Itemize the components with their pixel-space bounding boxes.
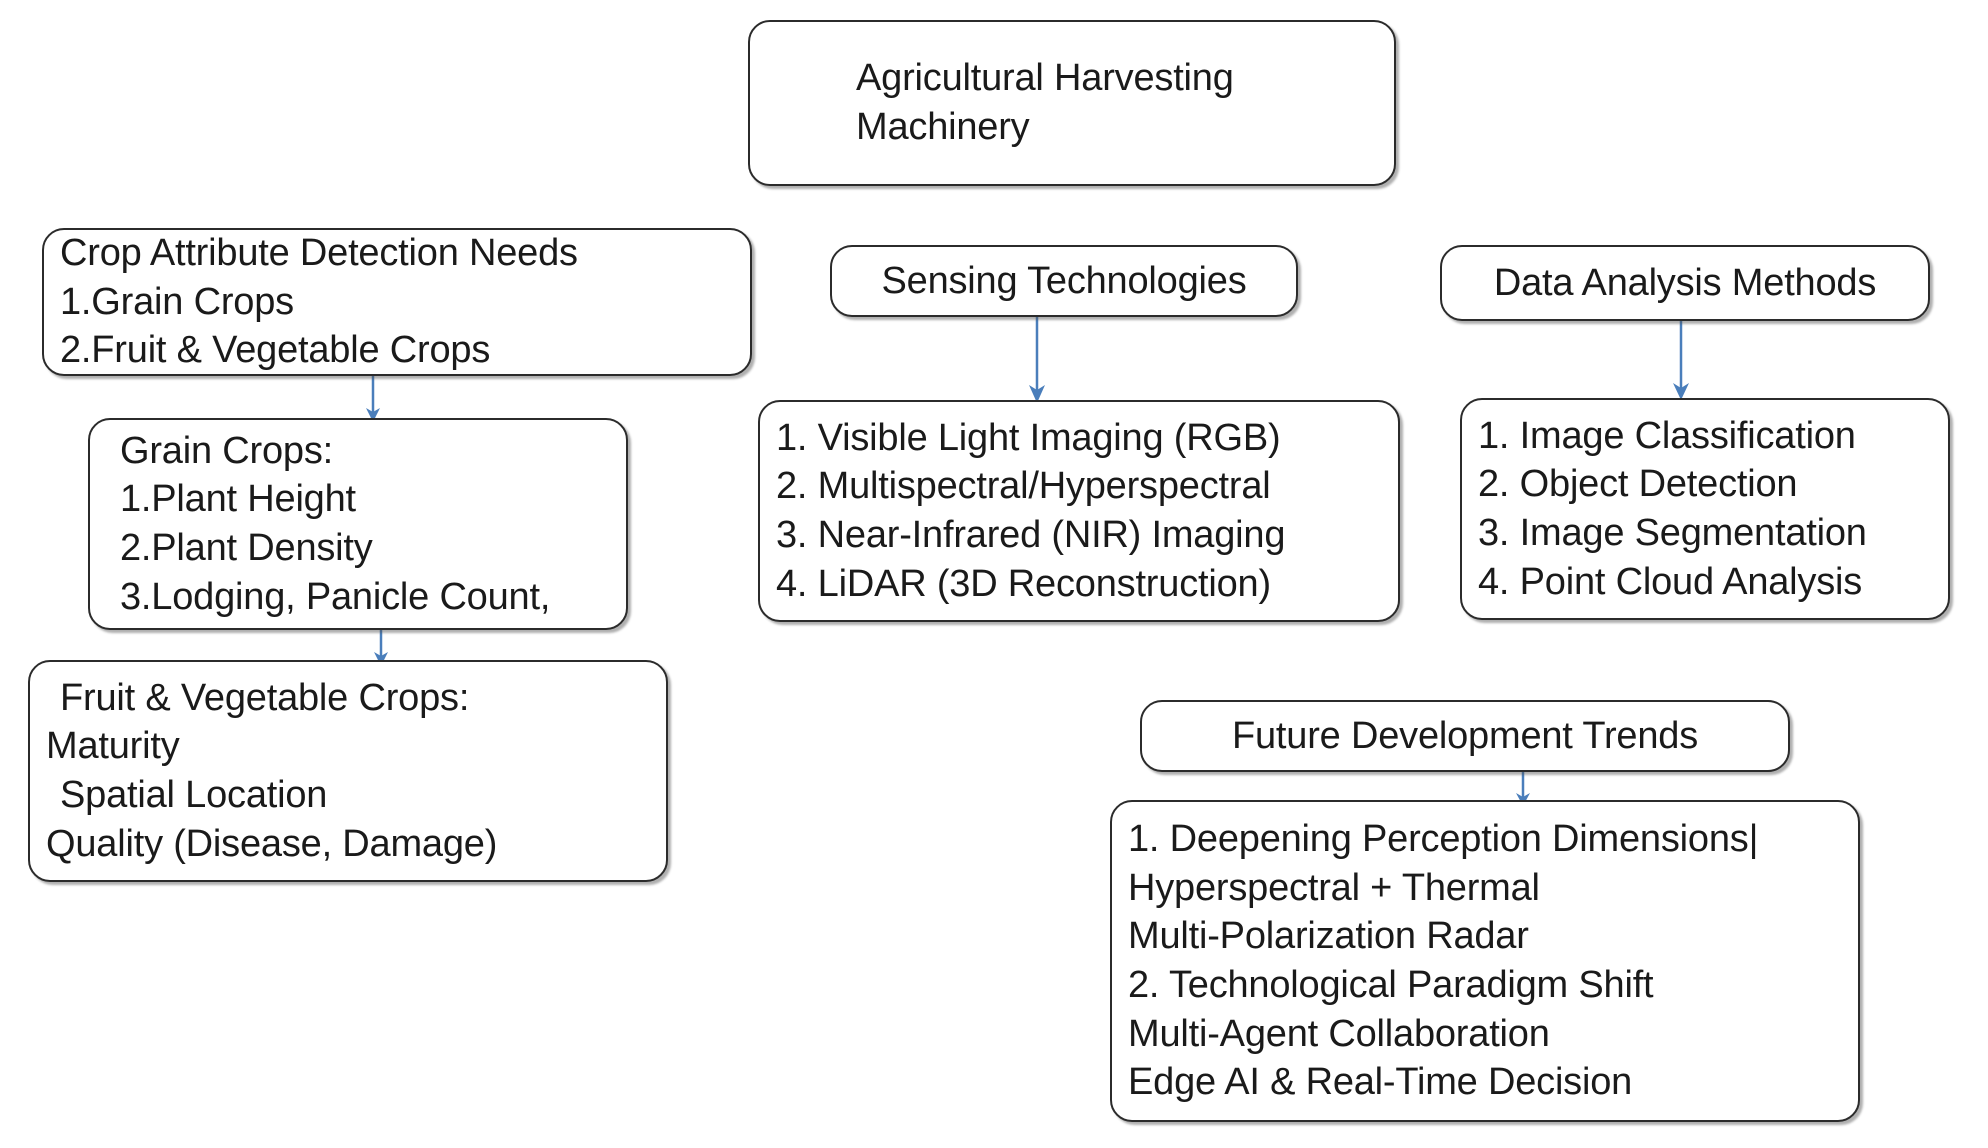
needs-line-3: 2.Fruit & Vegetable Crops: [60, 329, 491, 372]
arrow-grain-to-fruit: [368, 626, 394, 668]
fruit-line-2: Maturity: [46, 725, 180, 768]
root-line-1: Agricultural Harvesting: [856, 57, 1234, 100]
future-item-6: Edge AI & Real-Time Decision: [1128, 1061, 1633, 1104]
sensing-item-3: 3. Near-Infrared (NIR) Imaging: [776, 514, 1286, 556]
sensing-title-label: Sensing Technologies: [881, 259, 1247, 302]
node-future-development-trends-title[interactable]: Future Development Trends: [1140, 700, 1790, 772]
arrow-analysis-title-to-list: [1668, 320, 1694, 402]
node-data-analysis-methods-list[interactable]: 1. Image Classification 2. Object Detect…: [1460, 398, 1950, 620]
future-item-5: Multi-Agent Collaboration: [1128, 1012, 1550, 1055]
sensing-item-2: 2. Multispectral/Hyperspectral: [776, 465, 1271, 508]
future-title-label: Future Development Trends: [1231, 714, 1698, 757]
node-data-analysis-methods-title[interactable]: Data Analysis Methods: [1440, 245, 1930, 321]
future-item-2: Hyperspectral + Thermal: [1128, 866, 1540, 909]
sensing-item-4: 4. LiDAR (3D Reconstruction): [776, 562, 1271, 605]
grain-line-2: 1.Plant Height: [120, 478, 356, 521]
needs-line-1: Crop Attribute Detection Needs: [60, 232, 578, 275]
node-fruit-vegetable-crops[interactable]: Fruit & Vegetable Crops: Maturity Spatia…: [28, 660, 668, 882]
node-sensing-technologies-list[interactable]: 1. Visible Light Imaging (RGB) 2. Multis…: [758, 400, 1400, 622]
future-item-1: 1. Deepening Perception Dimensions|: [1128, 818, 1759, 861]
fruit-line-1: Fruit & Vegetable Crops:: [60, 676, 470, 719]
node-sensing-technologies-title[interactable]: Sensing Technologies: [830, 245, 1298, 317]
future-item-4: 2. Technological Paradigm Shift: [1128, 964, 1654, 1006]
root-line-2: Machinery: [856, 106, 1030, 148]
fruit-line-4: Quality (Disease, Damage): [46, 822, 498, 865]
arrow-sensing-title-to-list: [1024, 315, 1050, 405]
arrow-needs-to-grain: [360, 372, 386, 424]
analysis-item-1: 1. Image Classification: [1478, 414, 1856, 457]
analysis-item-3: 3. Image Segmentation: [1478, 512, 1867, 554]
node-future-development-trends-list[interactable]: 1. Deepening Perception Dimensions| Hype…: [1110, 800, 1860, 1122]
fruit-line-3: Spatial Location: [60, 774, 328, 816]
node-crop-attribute-detection-needs[interactable]: Crop Attribute Detection Needs 1.Grain C…: [42, 228, 752, 376]
node-grain-crops[interactable]: Grain Crops: 1.Plant Height 2.Plant Dens…: [88, 418, 628, 630]
arrow-future-title-to-list: [1510, 768, 1536, 808]
grain-line-1: Grain Crops:: [120, 429, 334, 472]
node-agricultural-harvesting-machinery[interactable]: Agricultural Harvesting Machinery: [748, 20, 1396, 186]
analysis-item-4: 4. Point Cloud Analysis: [1478, 560, 1863, 603]
analysis-item-2: 2. Object Detection: [1478, 463, 1798, 506]
analysis-title-label: Data Analysis Methods: [1493, 261, 1877, 304]
sensing-item-1: 1. Visible Light Imaging (RGB): [776, 416, 1281, 459]
future-item-3: Multi-Polarization Radar: [1128, 915, 1529, 958]
grain-line-4: 3.Lodging, Panicle Count,: [120, 575, 551, 618]
needs-line-2: 1.Grain Crops: [60, 280, 294, 323]
grain-line-3: 2.Plant Density: [120, 527, 373, 569]
